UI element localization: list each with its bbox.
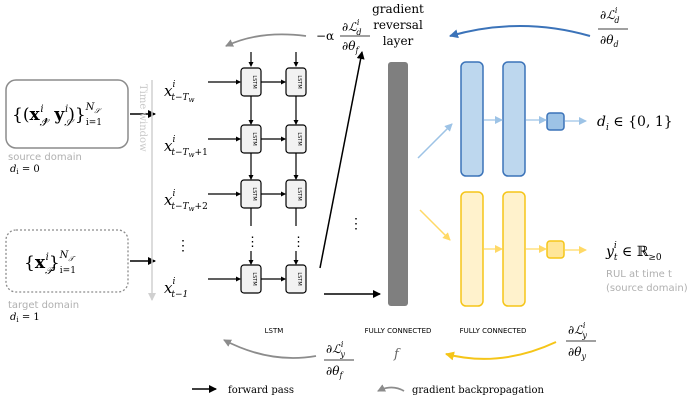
domain-output-node: [546, 112, 565, 131]
lstm-cell: [240, 124, 262, 154]
rul-caption-1: RUL at time t: [606, 269, 672, 280]
lstm-cell: [285, 179, 307, 209]
lstm-cell-label: LSTM: [296, 272, 302, 285]
rul-output-node: [546, 240, 565, 259]
alpha-grad-denominator: ∂θf: [342, 39, 360, 55]
legend-backward-arrow: [377, 384, 405, 392]
rul-fc-layer-2: [502, 191, 526, 307]
lstm-to-fc-diag-arrow: [319, 51, 365, 269]
dthetaf: ∂θf: [326, 364, 344, 380]
source-domain-caption: source domain: [8, 152, 82, 163]
gray-backprop-arrow-bottom: [223, 339, 317, 359]
lstm-col1-vdots: ⋮: [246, 235, 259, 250]
lstm-cell-label: LSTM: [296, 132, 302, 145]
domain-fc-layer-1: [460, 61, 484, 177]
time-window-label: Time window: [137, 84, 148, 152]
yellow-backprop-arrow: [445, 341, 557, 361]
domain-output-label: di ∈ {0, 1}: [597, 114, 673, 133]
lstm-cell-label: LSTM: [251, 75, 257, 88]
fc-inputs-vdots: ⋮: [349, 216, 363, 232]
lstm-cell: [240, 264, 262, 294]
source-domain-box: [5, 79, 129, 149]
target-di-label: di = 1: [10, 312, 40, 324]
x-vdots: ⋮: [176, 238, 190, 254]
grl-label: gradient reversal layer: [372, 2, 424, 48]
lstm-cell: [240, 67, 262, 97]
rul-fc-layer-1: [460, 191, 484, 307]
target-domain-caption: target domain: [8, 300, 79, 311]
lstm-caption: LSTM: [265, 327, 284, 335]
dthetay: ∂θy: [568, 345, 586, 361]
lstm-col2-vdots: ⋮: [292, 235, 305, 250]
alpha-backprop-arrow: [225, 33, 307, 47]
lstm-cell: [240, 179, 262, 209]
lstm-cell: [285, 67, 307, 97]
f-label: f: [393, 347, 401, 362]
lstm-cell-label: LSTM: [296, 187, 302, 200]
source-di-label: di = 0: [10, 164, 40, 176]
svg-text:reversal: reversal: [373, 18, 423, 32]
lstm-cell: [285, 264, 307, 294]
fc2-caption: FULLY CONNECTED: [460, 327, 527, 335]
fc-to-rul-arrow: [419, 209, 451, 241]
legend-forward-label: forward pass: [228, 385, 294, 396]
rul-caption-2: (source domain): [606, 283, 688, 294]
dthetad: ∂θd: [600, 33, 619, 49]
domain-fc-layer-2: [502, 61, 526, 177]
legend-backward-label: gradient backpropagation: [412, 385, 544, 396]
blue-backprop-arrow: [449, 25, 591, 39]
target-domain-box: [5, 229, 129, 293]
lstm-cell-label: LSTM: [296, 75, 302, 88]
lstm-cell: [285, 124, 307, 154]
feature-fc-bar: [388, 62, 408, 306]
svg-text:layer: layer: [383, 34, 414, 48]
fc1-caption: FULLY CONNECTED: [365, 327, 432, 335]
fc-to-domain-arrow: [417, 123, 453, 159]
svg-text:gradient: gradient: [372, 2, 424, 16]
lstm-cell-label: LSTM: [251, 272, 257, 285]
lstm-cell-label: LSTM: [251, 132, 257, 145]
lstm-cell-label: LSTM: [251, 187, 257, 200]
lstm-grid: LSTM LSTM LSTM LSTM LSTM LSTM LSTM LSTM: [208, 67, 307, 294]
